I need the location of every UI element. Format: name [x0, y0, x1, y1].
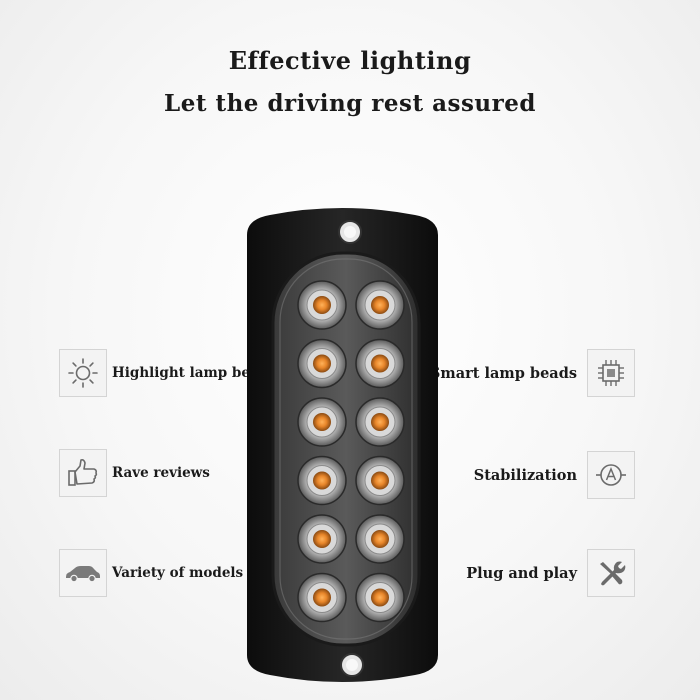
feature-rave-reviews: Rave reviews	[59, 448, 210, 498]
feature-stabilization: Stabilization	[474, 450, 635, 500]
led-bead	[297, 338, 347, 389]
feature-label: Rave reviews	[112, 465, 210, 481]
headline-title: Effective lighting	[228, 46, 472, 75]
led-bead	[297, 572, 347, 623]
headline-subtitle: Let the driving rest assured	[164, 90, 536, 117]
led-strobe-light	[247, 208, 438, 682]
feature-label: Plug and play	[466, 564, 577, 582]
feature-smart-lamp-beads: Smart lamp beads	[430, 348, 635, 398]
feature-variety-of-models: Variety of models	[59, 548, 243, 598]
led-bead	[355, 572, 405, 623]
thumbs-up-icon	[59, 449, 107, 497]
led-bead	[297, 514, 347, 564]
led-bead	[355, 338, 405, 389]
feature-label: Highlight lamp beads	[112, 365, 276, 381]
led-bead	[297, 280, 347, 330]
tools-icon	[587, 549, 635, 597]
feature-label: Variety of models	[112, 565, 244, 581]
led-bead	[355, 514, 405, 564]
led-bead	[355, 397, 405, 447]
sun-icon	[59, 349, 107, 397]
led-bead	[297, 455, 347, 506]
led-bead	[355, 455, 405, 506]
chip-icon	[587, 349, 635, 397]
feature-label: Smart lamp beads	[429, 364, 577, 382]
circle-a-icon	[587, 451, 635, 499]
feature-highlight-lamp-beads: Highlight lamp beads	[59, 348, 276, 398]
led-bead	[297, 397, 347, 447]
feature-label: Stabilization	[473, 466, 577, 484]
feature-plug-and-play: Plug and play	[466, 548, 635, 598]
car-icon	[59, 549, 107, 597]
led-bead	[355, 280, 405, 330]
